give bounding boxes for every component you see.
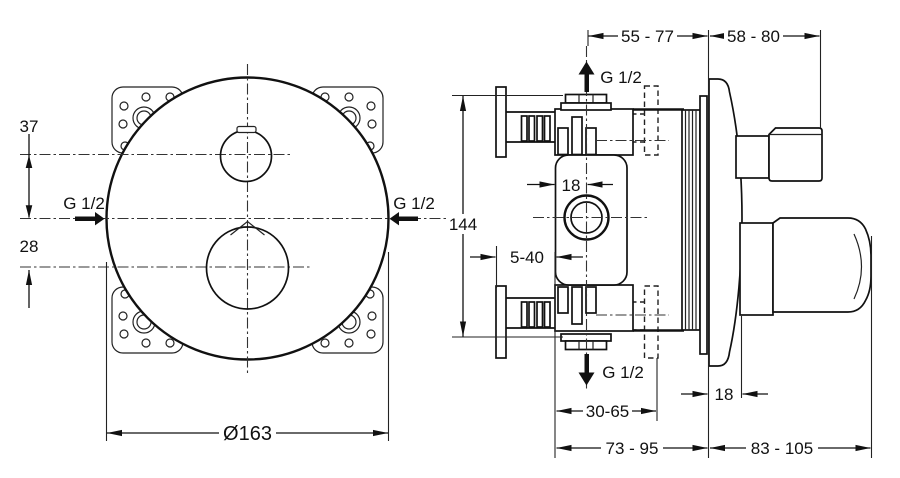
dim-tile-depth-label: 30-65 (586, 402, 629, 421)
dim-center-offset-label: 18 (562, 176, 581, 195)
outlet-arrow-top: G 1/2 (578, 61, 642, 92)
inlet-right-label: G 1/2 (393, 194, 435, 213)
dim-37-label: 37 (20, 117, 39, 136)
front-view: 37 28 G 1/2 G 1/2 Ø163 (20, 64, 470, 445)
volume-knob (205, 220, 290, 310)
inlet-arrow-left: G 1/2 (63, 194, 105, 226)
inlet-pipe-bottom (506, 297, 555, 329)
dim-diameter: Ø163 (105, 252, 390, 445)
escutcheon-plate (708, 78, 743, 367)
dim-trim-depth: 18 (681, 385, 768, 404)
volume-handle-side (739, 217, 872, 316)
dim-rough-depth: 55 - 77 (588, 27, 708, 46)
wall-flange-bottom (495, 285, 507, 359)
extension-lines (452, 30, 873, 458)
dim-28: 28 (20, 237, 39, 308)
thermostat-knob (219, 125, 273, 183)
finished-wall-strip-bottom (643, 285, 659, 359)
dim-37: 37 (20, 117, 39, 218)
dim-port-spacing: 144 (446, 96, 480, 337)
outlet-top-label: G 1/2 (600, 68, 642, 87)
dim-total-depth: 73 - 95 (556, 439, 708, 458)
dim-rough-depth-label: 55 - 77 (621, 27, 674, 46)
dim-center-offset: 18 (527, 176, 613, 195)
cartridge-circle (563, 194, 610, 241)
thermostat-handle-side (735, 127, 823, 182)
inlet-left-label: G 1/2 (63, 194, 105, 213)
inlet-arrow-right: G 1/2 (389, 194, 435, 226)
side-view: G 1/2 G 1/2 55 - 77 (446, 27, 873, 458)
dim-projection-bottom: 83 - 105 (710, 439, 871, 458)
outlet-arrow-bottom: G 1/2 (578, 354, 644, 386)
dim-wall-clearance-label: 5-40 (510, 248, 544, 267)
side-centerlines (533, 46, 669, 390)
dim-28-label: 28 (20, 237, 39, 256)
dim-diameter-label: Ø163 (223, 423, 272, 445)
dim-tile-depth: 30-65 (556, 402, 656, 421)
dim-projection-top: 58 - 80 (710, 27, 820, 46)
dim-trim-depth-label: 18 (715, 385, 734, 404)
wall-flange-top (495, 86, 507, 158)
outlet-bottom-label: G 1/2 (602, 363, 644, 382)
dim-wall-clearance: 5-40 (470, 248, 583, 267)
finished-wall-strip-top (643, 85, 659, 156)
dim-projection-top-label: 58 - 80 (727, 27, 780, 46)
valve-body (554, 108, 684, 332)
dim-projection-bottom-label: 83 - 105 (751, 439, 813, 458)
inlet-pipe-top (506, 111, 555, 143)
threaded-collar (681, 95, 708, 355)
dim-total-depth-label: 73 - 95 (606, 439, 659, 458)
collar-sleeve (699, 95, 708, 355)
dim-port-spacing-label: 144 (449, 215, 477, 234)
